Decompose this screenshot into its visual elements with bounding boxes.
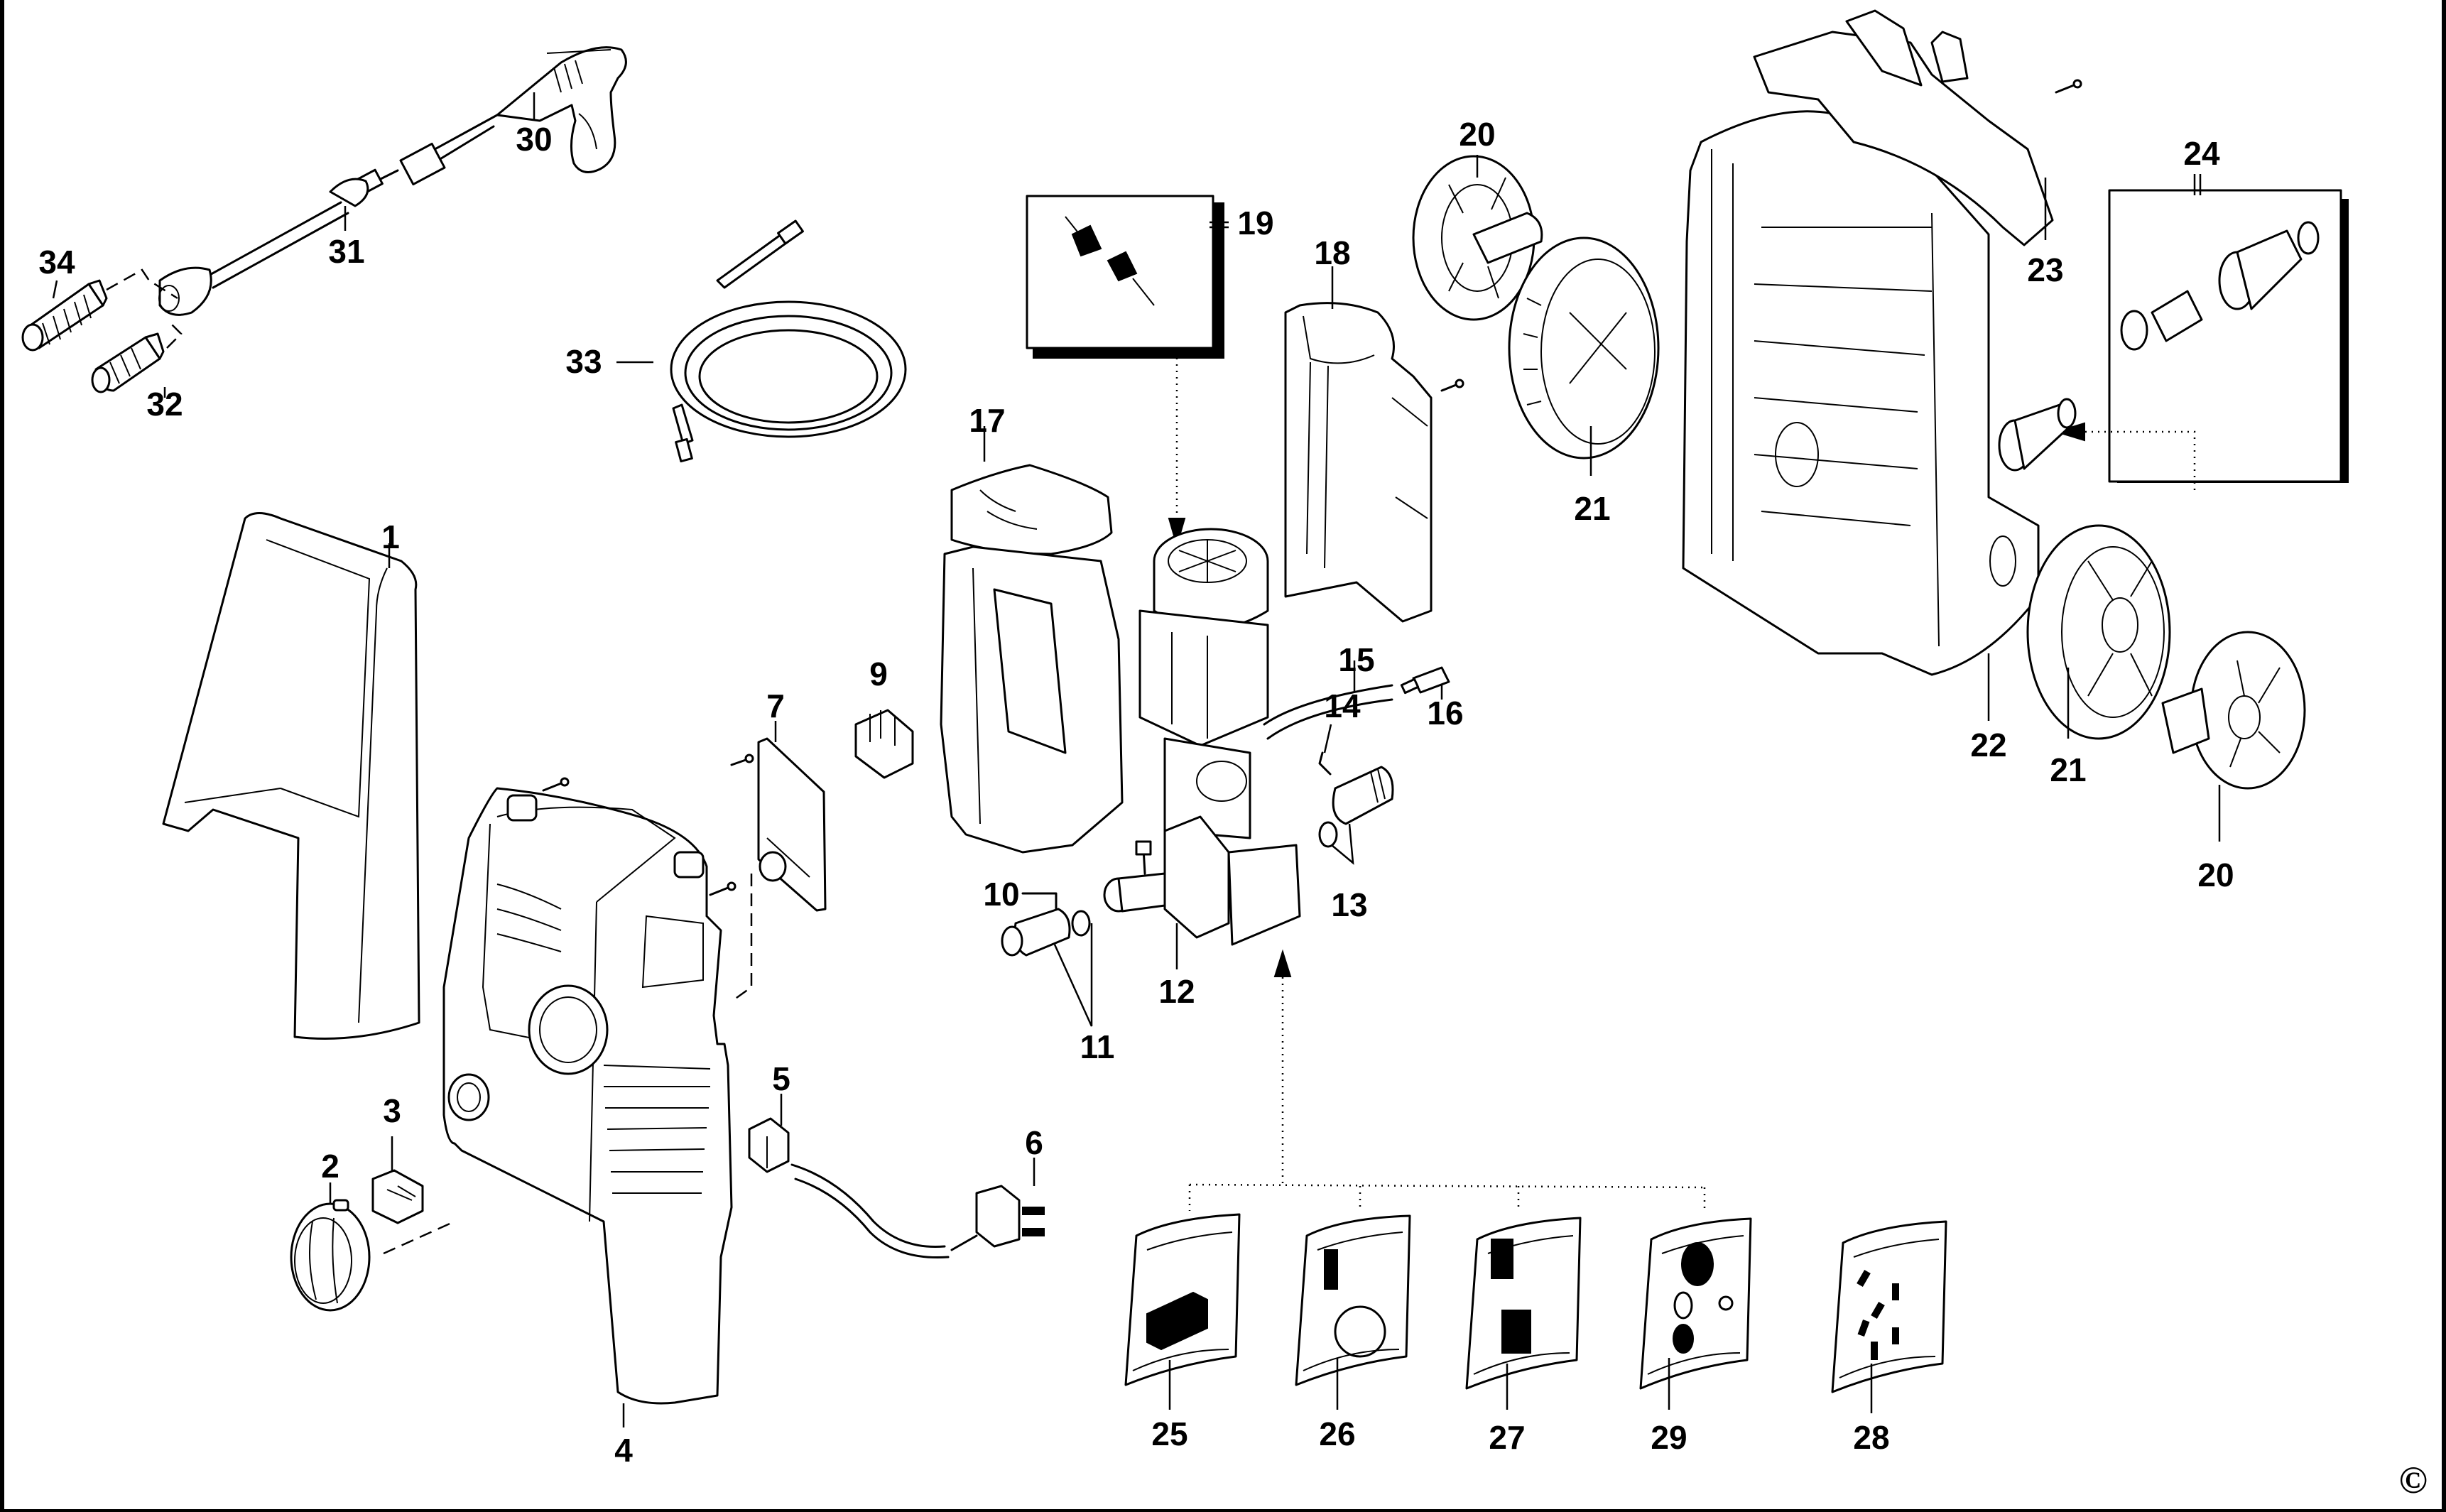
callout-4[interactable]: 4 — [614, 1432, 633, 1469]
part-19-carbon-brush-inset[interactable] — [1026, 195, 1224, 359]
callout-13[interactable]: 13 — [1331, 886, 1367, 923]
callout-27[interactable]: 27 — [1489, 1419, 1525, 1456]
leader-34 — [52, 280, 58, 299]
part-2-knob[interactable] — [290, 1199, 371, 1312]
part-32-adjustable-nozzle[interactable] — [91, 332, 165, 393]
arrow-up-icon — [1273, 949, 1292, 977]
assembly-line-32 — [166, 322, 183, 349]
part-34-turbo-nozzle[interactable] — [21, 279, 108, 352]
callout-5[interactable]: 5 — [772, 1060, 790, 1097]
copyright-symbol: © — [2398, 1459, 2428, 1501]
callout-1[interactable]: 1 — [381, 518, 400, 555]
part-23-bracket[interactable] — [1753, 9, 2054, 246]
kit-marker-icon — [2193, 174, 2202, 195]
frame-border-left — [0, 0, 4, 1512]
callout-20a[interactable]: 20 — [1459, 116, 1495, 153]
part-17-motor-cover[interactable] — [940, 464, 1124, 854]
part-15-detergent-hose[interactable] — [1263, 684, 1393, 740]
part-9-switch[interactable] — [854, 709, 914, 779]
leader-11 — [1053, 923, 1093, 1027]
screw-icon — [542, 777, 570, 792]
callout-25[interactable]: 25 — [1151, 1415, 1187, 1452]
callout-20b[interactable]: 20 — [2197, 856, 2234, 893]
callout-28[interactable]: 28 — [1853, 1419, 1889, 1456]
callout-10[interactable]: 10 — [983, 876, 1019, 913]
leader-13 — [1331, 823, 1354, 865]
callout-29[interactable]: 29 — [1651, 1419, 1687, 1456]
part-27-kit-bag[interactable] — [1465, 1217, 1582, 1390]
callout-11[interactable]: 11 — [1080, 1028, 1115, 1065]
callout-21b[interactable]: 21 — [2050, 751, 2086, 788]
part-29-kit-bag[interactable] — [1639, 1217, 1752, 1390]
callout-6[interactable]: 6 — [1025, 1124, 1043, 1161]
part-11-inlet-connector[interactable] — [1001, 908, 1091, 957]
part-26-kit-bag[interactable] — [1295, 1214, 1411, 1386]
part-1-handle[interactable] — [162, 512, 420, 1040]
callout-12[interactable]: 12 — [1158, 973, 1195, 1010]
callout-33[interactable]: 33 — [565, 343, 602, 380]
part-21-wheel-lower[interactable] — [2026, 524, 2171, 740]
screw-icon — [2055, 79, 2082, 94]
leader-14 — [1323, 724, 1332, 754]
callout-18[interactable]: 18 — [1314, 234, 1350, 271]
callout-17[interactable]: 17 — [969, 402, 1005, 439]
screw-icon — [709, 881, 736, 896]
part-20-hub-cap-upper[interactable] — [1412, 155, 1543, 321]
callout-22[interactable]: 22 — [1970, 727, 2006, 763]
part-14-clip[interactable] — [1318, 751, 1332, 776]
callout-3[interactable]: 3 — [383, 1092, 401, 1129]
part-30-trigger-gun[interactable] — [399, 46, 627, 186]
screw-icon — [1440, 379, 1464, 392]
callout-32[interactable]: 32 — [146, 386, 183, 423]
screw-icon — [730, 754, 754, 766]
callout-26[interactable]: 26 — [1319, 1415, 1355, 1452]
part-33-hose[interactable] — [670, 219, 907, 463]
callout-9[interactable]: 9 — [869, 656, 888, 692]
callout-16[interactable]: 16 — [1427, 695, 1463, 731]
part-28-kit-bag[interactable] — [1831, 1220, 1947, 1393]
part-7-electrical-plate[interactable] — [757, 737, 827, 912]
part-5-cable-clamp[interactable] — [748, 1117, 790, 1173]
part-18-inner-housing[interactable] — [1284, 302, 1433, 623]
callout-23[interactable]: 23 — [2027, 251, 2063, 288]
motor-assembly — [1138, 528, 1269, 839]
assembly-line-2 — [383, 1220, 455, 1255]
kit-marker-icon — [1210, 221, 1229, 229]
part-21-wheel-upper[interactable] — [1508, 236, 1660, 459]
frame-border-right — [2442, 0, 2446, 1512]
frame-border-bottom — [0, 1509, 2446, 1512]
kit-pointer-horizontal — [1189, 1183, 1705, 1189]
installed-coupling — [1998, 398, 2077, 472]
part-24-coupling-kit-inset[interactable] — [2108, 189, 2349, 483]
callout-19[interactable]: 19 — [1237, 205, 1273, 241]
part-3-knob-insert[interactable] — [371, 1169, 424, 1224]
part-31-lance[interactable] — [158, 168, 399, 316]
callout-7[interactable]: 7 — [766, 687, 785, 724]
part-12-pump-head[interactable] — [1103, 815, 1301, 946]
assembly-line-34 — [106, 268, 178, 300]
callout-30[interactable]: 30 — [516, 121, 552, 158]
callout-21a[interactable]: 21 — [1574, 490, 1610, 527]
arrow-down-icon — [1168, 518, 1186, 548]
part-20-hub-cap-lower[interactable] — [2161, 631, 2306, 790]
callout-34[interactable]: 34 — [38, 244, 75, 281]
assembly-line-7 — [731, 874, 753, 1003]
part-6-mains-cable[interactable] — [790, 1163, 1045, 1259]
callout-2[interactable]: 2 — [321, 1148, 339, 1185]
callout-24[interactable]: 24 — [2183, 135, 2220, 172]
part-16-detergent-connector[interactable] — [1400, 666, 1450, 695]
callout-31[interactable]: 31 — [328, 233, 364, 270]
callout-15[interactable]: 15 — [1338, 641, 1374, 678]
part-4-front-housing[interactable] — [442, 787, 733, 1405]
part-13-outlet-connector[interactable] — [1318, 766, 1394, 848]
inset-pointer-24 — [2084, 430, 2196, 490]
part-10-clip[interactable] — [1021, 892, 1058, 918]
part-25-kit-bag[interactable] — [1124, 1213, 1241, 1386]
